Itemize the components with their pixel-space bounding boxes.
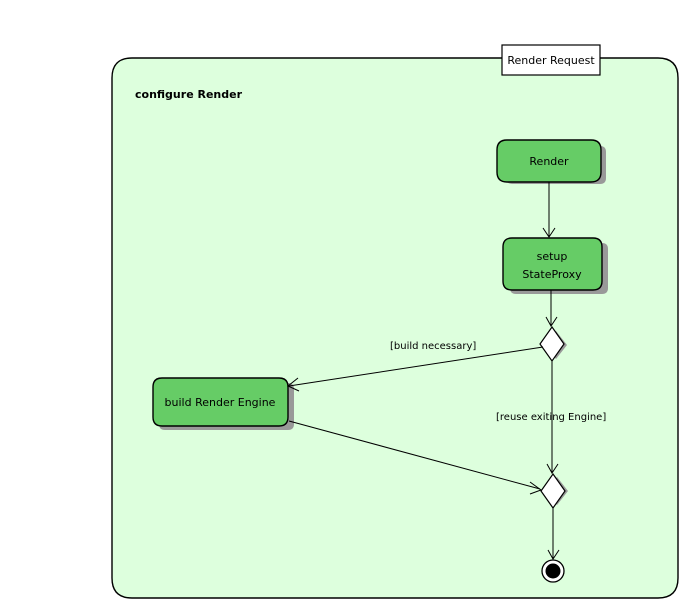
edge-decision-to-merge-arrowhead	[546, 463, 559, 474]
action-setup-stateproxy-body	[502, 237, 603, 291]
action-setup-stateproxy-label-line1: setup	[537, 250, 568, 263]
edge-render-to-setup	[542, 182, 556, 238]
activity-final-node[interactable]	[541, 559, 565, 583]
action-render[interactable]: Render	[496, 139, 606, 184]
edge-decision-to-build-line	[288, 346, 544, 387]
edge-build-to-merge-arrowhead	[529, 481, 543, 495]
action-build-render-engine-body	[152, 377, 289, 427]
guard-build-necessary-label: [build necessary]	[390, 341, 476, 352]
frame-title: configure Render	[135, 88, 243, 101]
action-build-render-engine-label: build Render Engine	[165, 396, 276, 409]
edge-build-to-merge-line	[288, 420, 541, 490]
action-setup-stateproxy-label-line2: StateProxy	[522, 268, 582, 281]
activity-frame[interactable]	[111, 57, 679, 599]
activity-final-inner-disc	[545, 563, 561, 579]
edge-build-to-merge	[288, 420, 543, 495]
action-setup-stateproxy[interactable]: setup StateProxy	[502, 237, 608, 294]
edge-decision-to-build: [build necessary]	[287, 341, 544, 392]
edge-decision-to-merge: [reuse exiting Engine]	[496, 361, 606, 474]
guard-reuse-engine-label: [reuse exiting Engine]	[496, 412, 606, 423]
edge-setup-to-decision	[545, 290, 558, 327]
action-render-label: Render	[529, 155, 569, 168]
entry-port-label: Render Request	[507, 54, 595, 67]
edge-setup-to-decision-arrowhead	[545, 316, 558, 327]
action-render-body	[496, 139, 602, 183]
edge-decision-to-build-arrowhead	[287, 377, 300, 392]
edge-render-to-setup-arrowhead	[542, 227, 556, 238]
entry-port-render-request[interactable]: Render Request	[501, 44, 601, 76]
action-build-render-engine[interactable]: build Render Engine	[152, 377, 294, 430]
edge-merge-to-final	[547, 508, 560, 560]
edge-merge-to-final-arrowhead	[547, 549, 560, 560]
frame-border	[111, 57, 679, 599]
entry-port-box	[501, 44, 601, 76]
decision-build[interactable]	[539, 325, 567, 363]
